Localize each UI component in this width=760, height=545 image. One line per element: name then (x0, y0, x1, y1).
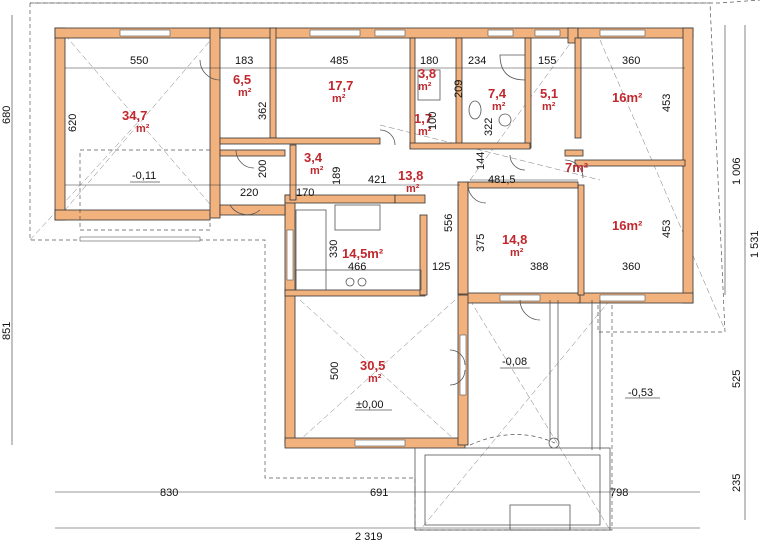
doors (199, 59, 584, 386)
dim-453a: 453 (661, 94, 673, 112)
dim-680: 680 (1, 106, 13, 124)
area-bath-unit: m² (492, 101, 506, 113)
dim-851: 851 (1, 322, 13, 340)
dim-209: 209 (453, 80, 465, 98)
kitchen-furniture (295, 204, 422, 291)
dim-2319: 2 319 (355, 531, 383, 543)
garage-parking (79, 149, 211, 231)
dim-388: 388 (530, 261, 548, 273)
dim-550: 550 (130, 55, 148, 67)
dim-189: 189 (331, 167, 343, 185)
area-storage-unit: m² (542, 101, 556, 113)
area-hall-small: 3,4 (304, 150, 323, 165)
area-living-unit: m² (368, 373, 382, 385)
dim-375: 375 (475, 234, 487, 252)
area-wc2-unit: m² (418, 126, 432, 138)
terrace (414, 300, 611, 531)
area-bath: 7,4 (488, 86, 507, 101)
dim-125: 125 (432, 261, 450, 273)
bath-fixtures (417, 54, 526, 127)
area-bedroom-top-unit: m² (332, 93, 346, 105)
dim-155: 155 (538, 55, 556, 67)
area-utility-unit: m² (238, 87, 252, 99)
dim-453b: 453 (661, 220, 673, 238)
area-wc: 3,8 (418, 66, 436, 81)
area-wc2: 1,7 (414, 111, 432, 126)
level-garage: -0,11 (132, 170, 156, 182)
area-garage-unit: m² (136, 123, 150, 135)
dim-360a: 360 (622, 55, 640, 67)
area-room-mid: 14,8 (502, 232, 527, 247)
dim-362: 362 (257, 102, 269, 120)
dim-220: 220 (240, 187, 258, 199)
area-room-e: 16m² (612, 218, 643, 233)
dim-144: 144 (475, 152, 487, 170)
area-corridor: 13,8 (398, 168, 423, 183)
interior-walls (219, 27, 686, 297)
dim-481: 481,5 (488, 174, 516, 186)
area-hall-small-unit: m² (310, 165, 324, 177)
dim-235: 235 (731, 474, 743, 492)
dim-421: 421 (368, 174, 386, 186)
dimension-lines (11, 15, 746, 529)
dim-170: 170 (296, 187, 314, 199)
dim-183: 183 (235, 55, 253, 67)
dim-620: 620 (67, 114, 79, 132)
area-storage: 5,1 (540, 86, 558, 101)
area-corridor-unit: m² (406, 183, 420, 195)
area-bedroom-top: 17,7 (328, 78, 353, 93)
dim-525: 525 (731, 370, 743, 388)
dim-330: 330 (328, 240, 340, 258)
area-garage: 34,7 (122, 108, 147, 123)
dim-360b: 360 (622, 261, 640, 273)
area-room-ne: 16m² (612, 90, 643, 105)
dim-691: 691 (370, 487, 388, 499)
dim-556: 556 (443, 214, 455, 232)
dim-1006: 1 006 (731, 157, 743, 185)
dim-180: 180 (420, 55, 438, 67)
level-markers (130, 181, 660, 411)
roof-outline (30, 0, 760, 4)
dim-234: 234 (468, 55, 486, 67)
area-hall-east: 7m² (565, 160, 589, 175)
area-room-mid-unit: m² (510, 247, 524, 259)
area-utility: 6,5 (233, 72, 251, 87)
area-wc-unit: m² (418, 81, 432, 93)
dim-100: 100 (427, 112, 439, 130)
level-living: ±0,00 (356, 399, 383, 411)
roof-ridges (29, 29, 726, 531)
dim-500: 500 (329, 362, 341, 380)
area-living: 30,5 (360, 358, 385, 373)
area-kitchen: 14,5m² (342, 246, 384, 261)
dim-466: 466 (348, 261, 366, 273)
roof-outline-main (29, 2, 726, 531)
dim-485: 485 (330, 55, 348, 67)
dim-830: 830 (160, 487, 178, 499)
dim-1531: 1 531 (749, 230, 760, 258)
dim-322: 322 (483, 118, 495, 136)
windows (79, 29, 646, 447)
dim-798: 798 (610, 487, 628, 499)
dim-200: 200 (257, 160, 269, 178)
level-terrace: -0,08 (502, 356, 527, 368)
level-outside: -0,53 (628, 387, 653, 399)
